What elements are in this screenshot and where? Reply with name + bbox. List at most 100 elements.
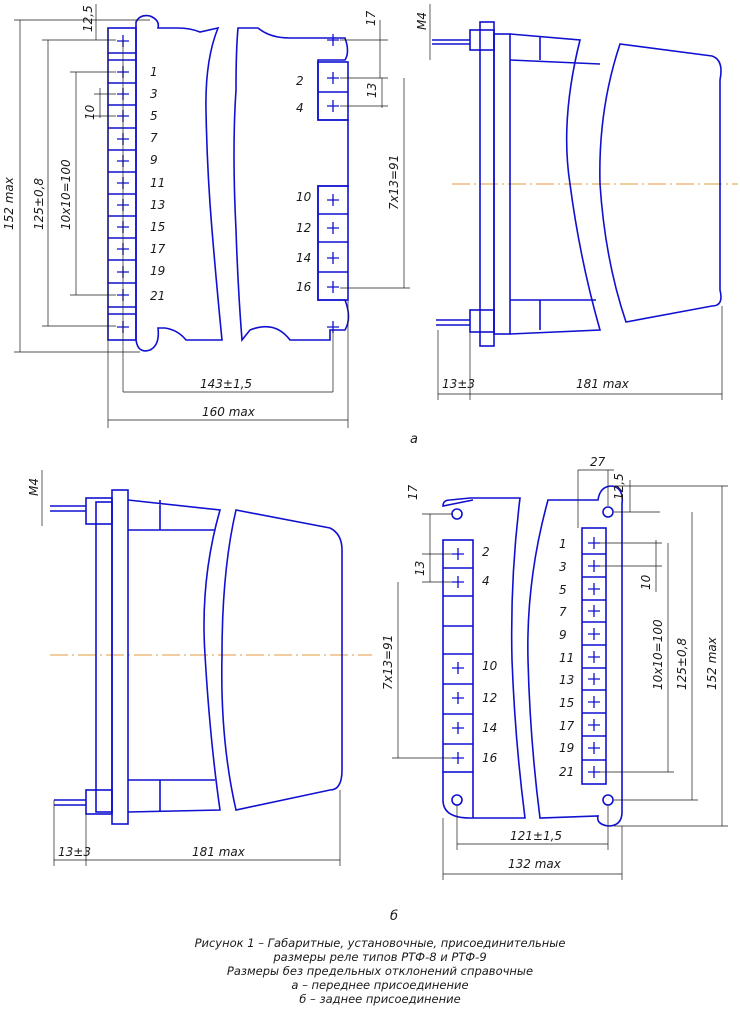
pin-label: 12 [482,691,497,705]
view-a-label: а [410,432,418,447]
pin-label: 3 [150,87,158,101]
mounting-hole [602,506,614,518]
dim-label: 152 max [705,636,719,690]
pin-label: 4 [482,574,490,588]
terminal-stud-bottom [85,789,113,815]
body-left-half [135,14,223,352]
dim-label: 160 max [202,405,256,419]
pin-label: 7 [559,605,567,619]
pin-label: 15 [559,696,574,710]
terminal-stud-bottom [469,309,495,333]
caption-line: а – переднее присоединение [291,978,469,992]
dim-label: 132 max [508,857,562,871]
view-b-rear: 2 4 10 12 14 16 1 3 5 7 9 11 13 15 17 19… [381,455,728,880]
pin-label: 12 [296,221,311,235]
mounting-hole [602,794,614,806]
figure-caption: Рисунок 1 – Габаритные, установочные, пр… [150,936,610,1006]
pin-label: 21 [150,289,165,303]
pin-label: 14 [296,251,311,265]
dim-label: 143±1,5 [200,377,252,391]
left-terminal-column [442,539,474,773]
dim-label: 12,5 [81,5,95,32]
pin-label: 16 [482,751,498,765]
view-b-label: б [390,909,398,924]
dim-label: 121±1,5 [510,829,562,843]
left-strip-cells [108,52,136,315]
pin-label: 9 [559,628,567,642]
dim-label: 13 [365,83,379,98]
terminal-stud-top [469,29,495,51]
dimension-lines-b-side [41,470,341,866]
pin-label: 10 [482,659,498,673]
caption-line: размеры реле типов РТФ-8 и РТФ-9 [273,950,487,964]
body-left-half [442,497,526,819]
right-lower-terminal-block [317,185,349,301]
pin-label: 17 [150,242,166,256]
dim-label: 13 [413,561,427,576]
pin-label: 19 [150,264,165,278]
dim-label: 13±3 [442,377,475,391]
pin-label: 19 [559,741,574,755]
pin-label: 2 [482,545,490,559]
pin-label: 15 [150,220,165,234]
dim-label: 13±3 [58,845,91,859]
caption-line: б – заднее присоединение [299,992,461,1006]
pin-label: 3 [559,560,567,574]
dimension-lines-b-rear [392,469,728,880]
dim-label: 10x10=100 [59,159,73,230]
dim-label: 181 max [192,845,246,859]
dim-label: M4 [415,12,429,30]
mounting-hole [451,794,463,806]
dim-label: 152 max [2,176,16,230]
pin-label: 14 [482,721,497,735]
caption-line: Рисунок 1 – Габаритные, установочные, пр… [194,936,566,950]
view-a-front: 1 3 5 7 9 11 13 15 17 19 21 2 4 10 12 14… [2,4,410,428]
pin-label: 10 [296,190,312,204]
pin-label: 9 [150,153,158,167]
dim-label: 12,5 [612,473,626,500]
mounting-hole [451,508,463,520]
body-right-half [527,485,624,827]
dim-label: 7x13=91 [381,635,395,690]
pin-label: 1 [559,537,567,551]
side-housing [509,33,722,335]
right-upper-terminal-block [317,61,349,121]
caption-line: Размеры без предельных отклонений справо… [226,964,534,978]
view-b-side: M4 13±3 181 max [27,470,372,866]
pin-label: 11 [559,651,574,665]
dim-label: M4 [27,478,41,496]
pin-label: 13 [559,673,574,687]
right-terminal-strip [581,527,607,785]
left-terminal-strip [107,27,137,341]
pin-label: 13 [150,198,165,212]
pin-label: 7 [150,131,158,145]
dim-label: 125±0,8 [675,638,689,690]
side-housing [127,499,343,813]
dim-label: 17 [406,484,420,500]
dim-label: 27 [590,455,606,469]
rear-pin-marks [452,537,600,778]
body-right-half [233,27,350,343]
right-pin-marks [327,34,339,333]
right-strip-cells [582,553,606,761]
pin-label: 11 [150,176,165,190]
dim-label: 10 [83,104,97,120]
pin-label: 21 [559,765,574,779]
dimension-lines-a-side [429,4,723,400]
pin-label: 5 [150,109,158,123]
dim-label: 125±0,8 [32,178,46,230]
dim-label: 10x10=100 [651,619,665,690]
pin-label: 4 [296,101,304,115]
dim-label: 10 [639,574,653,590]
view-a-side: M4 13±3 181 max [415,4,738,400]
pin-label: 16 [296,280,312,294]
dim-label: 181 max [576,377,630,391]
dimension-lines-a-front [14,4,410,428]
dim-label: 17 [364,10,378,26]
pin-label: 5 [559,583,567,597]
pin-label: 17 [559,719,575,733]
side-front-panel [111,489,129,825]
dim-label: 7x13=91 [387,155,401,210]
pin-label: 1 [150,65,158,79]
